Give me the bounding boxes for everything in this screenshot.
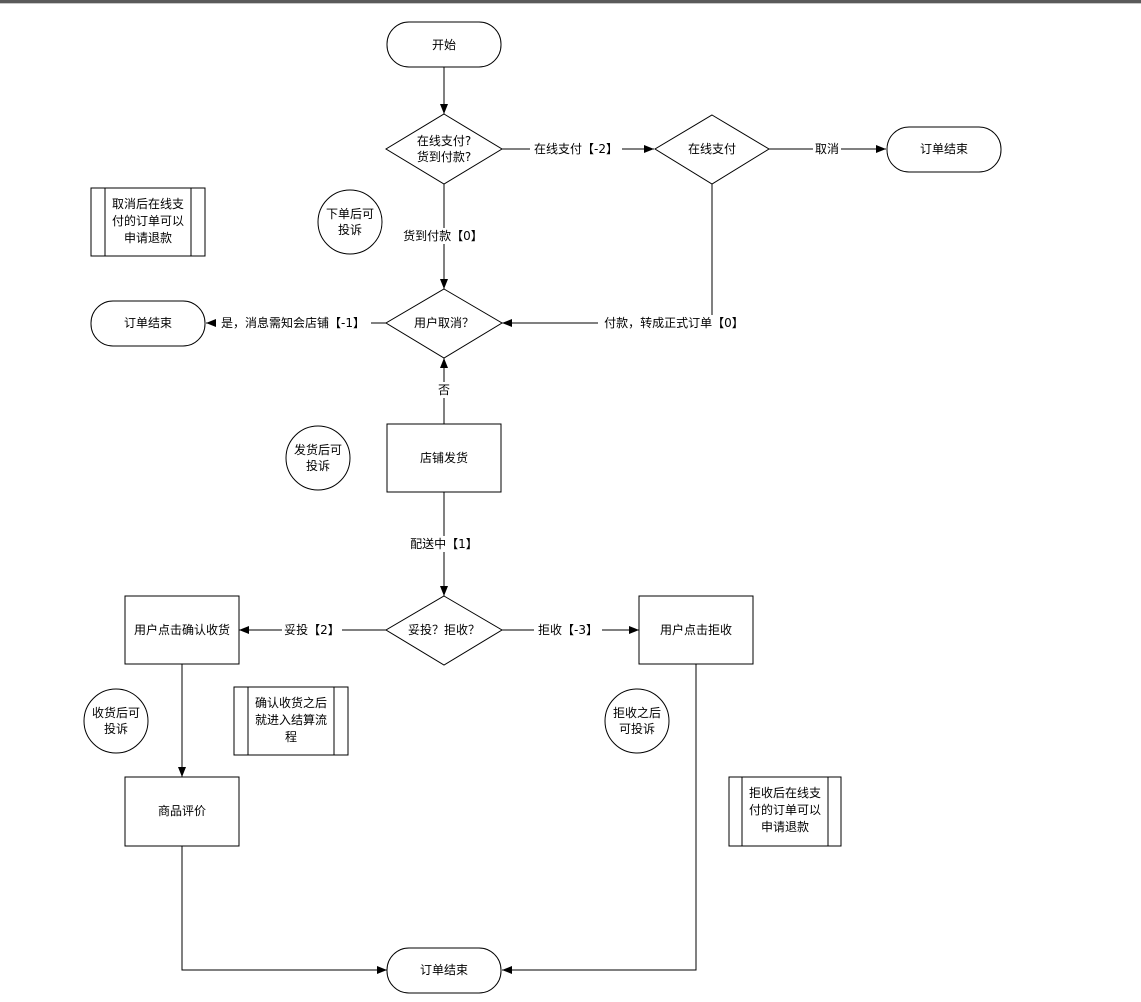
circle-after-receipt-line2: 投诉 [104, 721, 128, 736]
node-reject: 用户点击拒收 [638, 595, 754, 665]
decision-online-pay-label: 在线支付 [688, 142, 736, 156]
edge-label-delivering: 配送中【1】 [410, 536, 478, 551]
decision-delivered-or-rejected-label: 妥投？拒收？ [408, 622, 480, 637]
note-settlement-line1: 确认收货之后 [255, 695, 327, 710]
node-end-bottom: 订单结束 [386, 947, 502, 994]
decision-online-or-cod: 在线支付? 货到付款? [385, 113, 503, 185]
note-settlement: 确认收货之后 就进入结算流 程 [233, 686, 349, 756]
node-end-bottom-label: 订单结束 [420, 963, 468, 977]
note-cancel-refund: 取消后在线支 付的订单可以 申请退款 [90, 187, 206, 257]
node-confirm-receipt: 用户点击确认收货 [124, 595, 240, 665]
node-start: 开始 [386, 21, 502, 68]
node-end-left: 订单结束 [90, 300, 206, 347]
decision-online-or-cod-line1: 在线支付? [417, 134, 471, 148]
note-cancel-refund-line2: 付的订单可以 [112, 213, 184, 228]
edge-online-pay-to-user-cancel [502, 184, 713, 327]
edge-review-to-end-bottom [181, 846, 387, 974]
decision-user-cancel-label: 用户取消？ [414, 315, 474, 330]
circle-after-receipt-line1: 收货后可 [92, 705, 140, 720]
edge-label-cancel: 取消 [815, 142, 839, 156]
decision-online-pay: 在线支付 [654, 114, 770, 185]
node-shop-ship: 店铺发货 [386, 423, 502, 493]
node-review: 商品评价 [124, 776, 240, 847]
node-confirm-receipt-label: 用户点击确认收货 [134, 622, 230, 637]
note-settlement-line2: 就进入结算流 [255, 712, 327, 727]
note-reject-refund-line3: 申请退款 [761, 820, 809, 834]
node-start-label: 开始 [432, 38, 456, 52]
node-end-top: 订单结束 [886, 126, 1002, 173]
edge-label-paid: 付款，转成正式订单【0】 [604, 315, 744, 330]
note-reject-refund-line1: 拒收后在线支 [749, 786, 821, 800]
note-settlement-line3: 程 [285, 729, 297, 744]
circle-after-reject-line1: 拒收之后 [613, 706, 661, 720]
edge-label-cod: 货到付款【0】 [403, 228, 483, 243]
decision-user-cancel: 用户取消？ [385, 288, 503, 359]
note-reject-refund: 拒收后在线支 付的订单可以 申请退款 [728, 776, 842, 847]
circle-after-ship-line2: 投诉 [306, 458, 330, 473]
window-top-border [0, 0, 1141, 3]
note-reject-refund-line2: 付的订单可以 [749, 802, 821, 817]
edge-label-rejected: 拒收【-3】 [538, 623, 598, 637]
node-end-top-label: 订单结束 [920, 142, 968, 156]
edge-label-online-pay: 在线支付【-2】 [534, 142, 618, 156]
circle-after-reject: 拒收之后 可投诉 [604, 688, 670, 754]
note-cancel-refund-line3: 申请退款 [124, 231, 172, 245]
edge-reject-to-end-bottom [502, 664, 697, 974]
node-reject-label: 用户点击拒收 [660, 622, 732, 637]
circle-after-order: 下单后可 投诉 [317, 189, 383, 255]
window-top-border-shadow [0, 3, 1141, 4]
note-cancel-refund-line1: 取消后在线支 [112, 197, 184, 211]
edge-label-no: 否 [438, 383, 450, 397]
circle-after-order-line2: 投诉 [338, 222, 362, 237]
circle-after-ship-line1: 发货后可 [294, 442, 342, 457]
circle-after-receipt: 收货后可 投诉 [83, 688, 149, 754]
node-review-label: 商品评价 [158, 803, 206, 818]
circle-after-ship: 发货后可 投诉 [285, 425, 351, 491]
decision-online-or-cod-line2: 货到付款? [417, 149, 471, 164]
node-shop-ship-label: 店铺发货 [420, 450, 468, 465]
circle-after-order-line1: 下单后可 [326, 207, 374, 221]
edge-label-delivered: 妥投【2】 [284, 622, 340, 637]
edge-label-cancel-yes: 是，消息需知会店铺【-1】 [221, 315, 365, 330]
decision-delivered-or-rejected: 妥投？拒收？ [385, 595, 503, 666]
node-end-left-label: 订单结束 [124, 316, 172, 330]
circle-after-reject-line2: 可投诉 [619, 721, 655, 736]
edge-labels: 在线支付【-2】 取消 货到付款【0】 是，消息需知会店铺【-1】 付款，转成正… [216, 141, 841, 638]
